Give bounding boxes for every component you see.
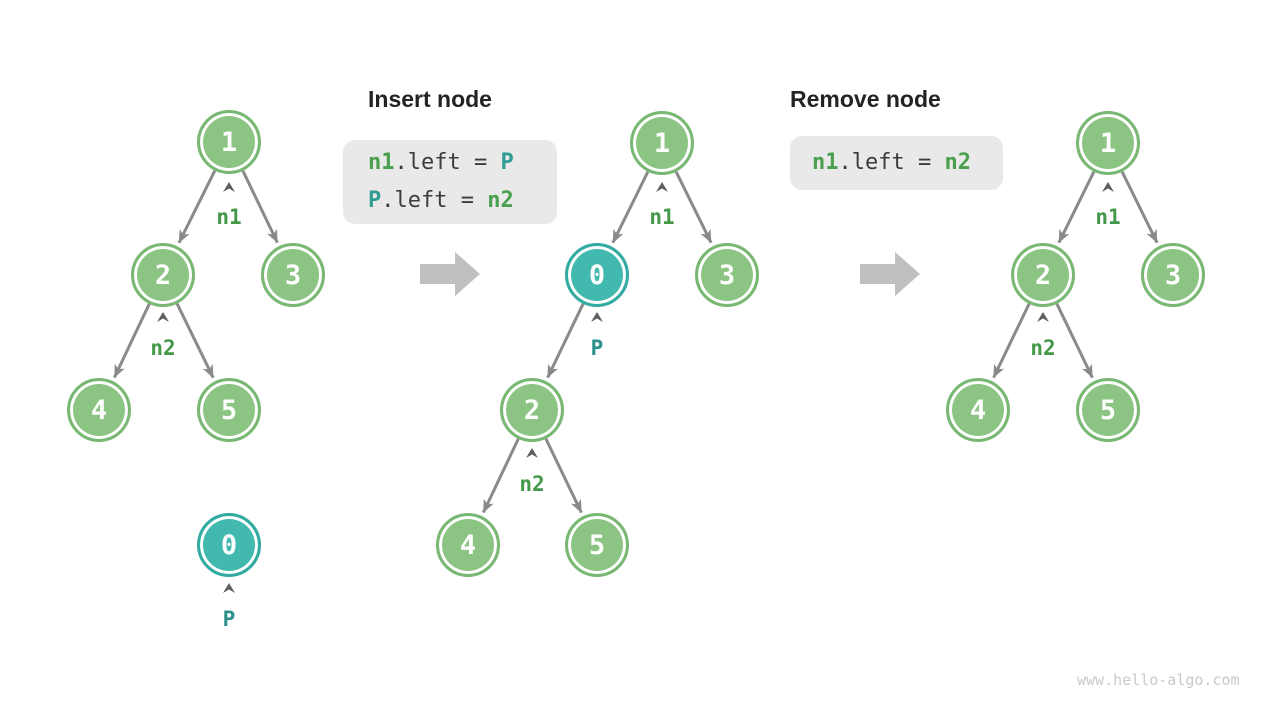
caret-group: [157, 182, 1114, 593]
pointer-label-n2: n2: [519, 472, 545, 496]
code-line: n1.left = n2: [812, 144, 1003, 182]
tree-edge: [1057, 171, 1096, 244]
node-value: 1: [653, 127, 671, 159]
middle-tree-node-3: 3: [695, 243, 759, 307]
code-token: .left =: [394, 150, 501, 175]
remove-code-box: n1.left = n2: [790, 136, 1003, 190]
caret-up-icon: [526, 448, 538, 458]
caret-up-icon: [1037, 312, 1049, 322]
tree-edge: [113, 303, 151, 379]
node-value: 2: [1034, 259, 1052, 291]
caret-up-icon: [591, 312, 603, 322]
code-token: .left =: [838, 150, 945, 175]
middle-tree-node-2: 2: [500, 378, 564, 442]
left-tree-node-5: 5: [197, 378, 261, 442]
pointer-label-p: P: [590, 336, 604, 360]
node-value: 4: [90, 394, 108, 426]
right-tree-node-2: 2: [1011, 243, 1075, 307]
caret-up-icon: [157, 312, 169, 322]
code-token: P: [368, 188, 382, 213]
code-token: n1: [368, 150, 395, 175]
pointer-label-n1: n1: [1095, 205, 1121, 229]
right-tree-node-3: 3: [1141, 243, 1205, 307]
middle-tree-node-0-inserted: 0: [565, 243, 629, 307]
node-value: 5: [1099, 394, 1117, 426]
caret-up-icon: [223, 182, 235, 192]
node-value: 3: [284, 259, 302, 291]
caret-up-icon: [656, 182, 668, 192]
node-value: 4: [969, 394, 987, 426]
middle-tree-node-5: 5: [565, 513, 629, 577]
node-value: 5: [588, 529, 606, 561]
pointer-label-n1: n1: [216, 205, 242, 229]
code-token: P: [500, 150, 514, 175]
tree-edge: [674, 171, 713, 244]
node-value: 3: [1164, 259, 1182, 291]
code-line: P.left = n2: [368, 182, 557, 220]
code-token: n2: [944, 150, 971, 175]
tree-edge: [241, 170, 279, 244]
left-tree-node-4: 4: [67, 378, 131, 442]
node-value: 2: [154, 259, 172, 291]
middle-tree-node-1: 1: [630, 111, 694, 175]
caret-up-icon: [1102, 182, 1114, 192]
code-line: n1.left = P: [368, 144, 557, 182]
pointer-label-p: P: [222, 607, 236, 631]
node-value: 3: [718, 259, 736, 291]
insert-code-box: n1.left = P P.left = n2: [343, 140, 557, 224]
right-tree-node-4: 4: [946, 378, 1010, 442]
right-tree-edges: [992, 171, 1159, 379]
node-value: 5: [220, 394, 238, 426]
node-value: 4: [459, 529, 477, 561]
tree-edge: [544, 438, 583, 514]
left-tree-node-3: 3: [261, 243, 325, 307]
pointer-label-n1: n1: [649, 205, 675, 229]
node-value: 1: [220, 126, 238, 158]
left-tree-node-1: 1: [197, 110, 261, 174]
node-value: 2: [523, 394, 541, 426]
tree-edge: [611, 171, 650, 244]
code-token: .left =: [381, 188, 488, 213]
right-tree-node-1: 1: [1076, 111, 1140, 175]
transform-arrow-icon: [860, 252, 920, 296]
tree-edge: [1120, 171, 1159, 244]
pointer-label-n2: n2: [150, 336, 176, 360]
code-token: n2: [487, 188, 514, 213]
middle-tree-node-4: 4: [436, 513, 500, 577]
code-token: n1: [812, 150, 839, 175]
tree-edge: [992, 303, 1031, 379]
tree-edge: [482, 438, 520, 514]
tree-edge: [177, 170, 217, 244]
node-value: 0: [220, 529, 238, 561]
node-value: 1: [1099, 127, 1117, 159]
pointer-label-n2: n2: [1030, 336, 1056, 360]
remove-panel-title: Remove node: [790, 86, 941, 112]
tree-edge: [1055, 303, 1094, 379]
left-tree-node-2: 2: [131, 243, 195, 307]
tree-edge: [546, 303, 585, 379]
caret-up-icon: [223, 583, 235, 593]
insert-panel-title: Insert node: [368, 86, 492, 112]
left-tree-node-0-new: 0: [197, 513, 261, 577]
node-value: 0: [588, 259, 606, 291]
left-tree-edges: [113, 170, 279, 379]
middle-tree-edges: [482, 171, 713, 514]
transform-arrow-icon: [420, 252, 480, 296]
tree-edge: [175, 303, 215, 379]
right-tree-node-5: 5: [1076, 378, 1140, 442]
watermark: www.hello-algo.com: [1077, 671, 1240, 689]
